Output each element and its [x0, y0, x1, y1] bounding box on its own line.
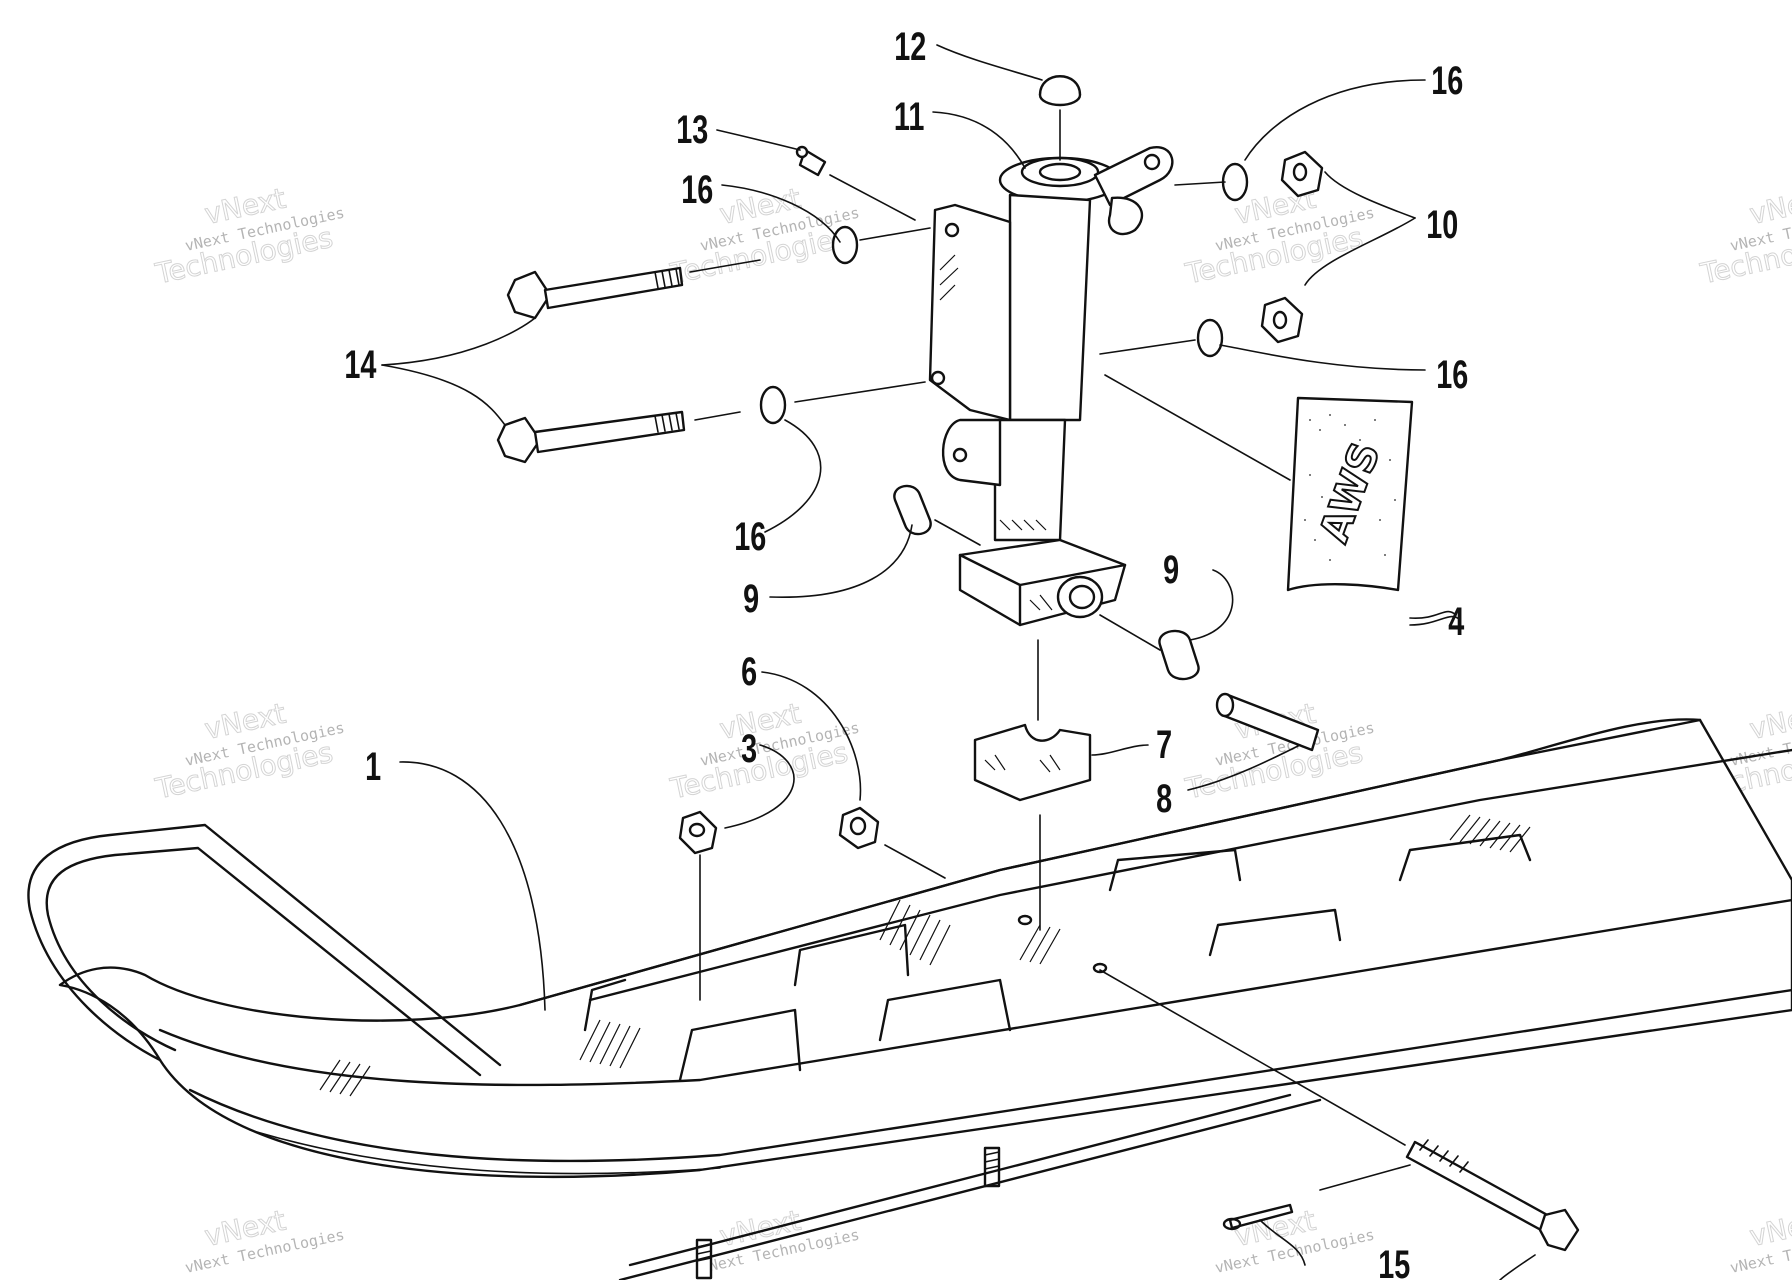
- part-9-bushings: [893, 484, 1200, 681]
- svg-text:vNext: vNext: [1747, 697, 1792, 746]
- callout-14: 14: [344, 342, 377, 387]
- callout-16c: 16: [1436, 352, 1468, 397]
- watermark: vNext vNext Technologies Technologies: [1696, 181, 1792, 291]
- callout-4: 4: [1448, 599, 1465, 644]
- part-6-nut: [838, 806, 946, 879]
- part-12-cap: [1038, 75, 1082, 161]
- part-15-bolt: [1099, 969, 1580, 1252]
- part-3-nut: [678, 810, 718, 1001]
- watermark: vNext vNext Technologies Technologies: [1181, 696, 1376, 806]
- part-7-block: [973, 639, 1092, 931]
- watermark: vNext vNext Technologies Technologies: [666, 181, 861, 291]
- part-4-decal: AWS: [1104, 374, 1414, 592]
- watermark: vNext vNext Technologies: [183, 1203, 346, 1277]
- svg-text:vNext: vNext: [1747, 1204, 1792, 1253]
- part-14-bolts: [496, 227, 931, 464]
- ski: [27, 718, 1792, 1280]
- callout-16a: 16: [681, 167, 713, 212]
- ski-hatching: [319, 814, 1531, 1097]
- watermark: vNext vNext Technologies Technologies: [151, 696, 346, 806]
- spindle: [928, 145, 1174, 627]
- callout-10: 10: [1426, 202, 1458, 247]
- callout-13: 13: [676, 107, 708, 152]
- callout-16d: 16: [734, 514, 766, 559]
- callout-6: 6: [741, 649, 757, 694]
- callout-3: 3: [741, 726, 757, 771]
- svg-text:vNext: vNext: [1747, 182, 1792, 231]
- part-8-pin: [1215, 692, 1320, 752]
- callout-16b: 16: [1431, 58, 1463, 103]
- decal-stipple: [1304, 414, 1396, 561]
- callout-15: 15: [1378, 1242, 1410, 1280]
- callout-8: 8: [1156, 776, 1172, 821]
- watermark: vNext vNext Technologies Technologies: [151, 181, 346, 291]
- callout-12: 12: [894, 24, 926, 69]
- callout-7: 7: [1156, 722, 1172, 767]
- callout-11: 11: [894, 94, 924, 139]
- watermark: vNext vNext Technologies Technologies: [1181, 181, 1376, 291]
- part-10-nuts: [1174, 150, 1324, 344]
- part-16-washers: [759, 162, 1249, 425]
- callout-9a: 9: [743, 576, 759, 621]
- callout-1: 1: [365, 744, 381, 789]
- callout-9b: 9: [1163, 547, 1179, 592]
- watermark: vNext vNext Technologies: [1728, 1203, 1792, 1277]
- leader-lines: [381, 44, 1536, 1280]
- callouts: 1 3 4 6 7 8 9 9 10 11 12 13 14 15 16 16 …: [344, 24, 1468, 1280]
- watermark: vNext vNext Technologies: [698, 1203, 861, 1277]
